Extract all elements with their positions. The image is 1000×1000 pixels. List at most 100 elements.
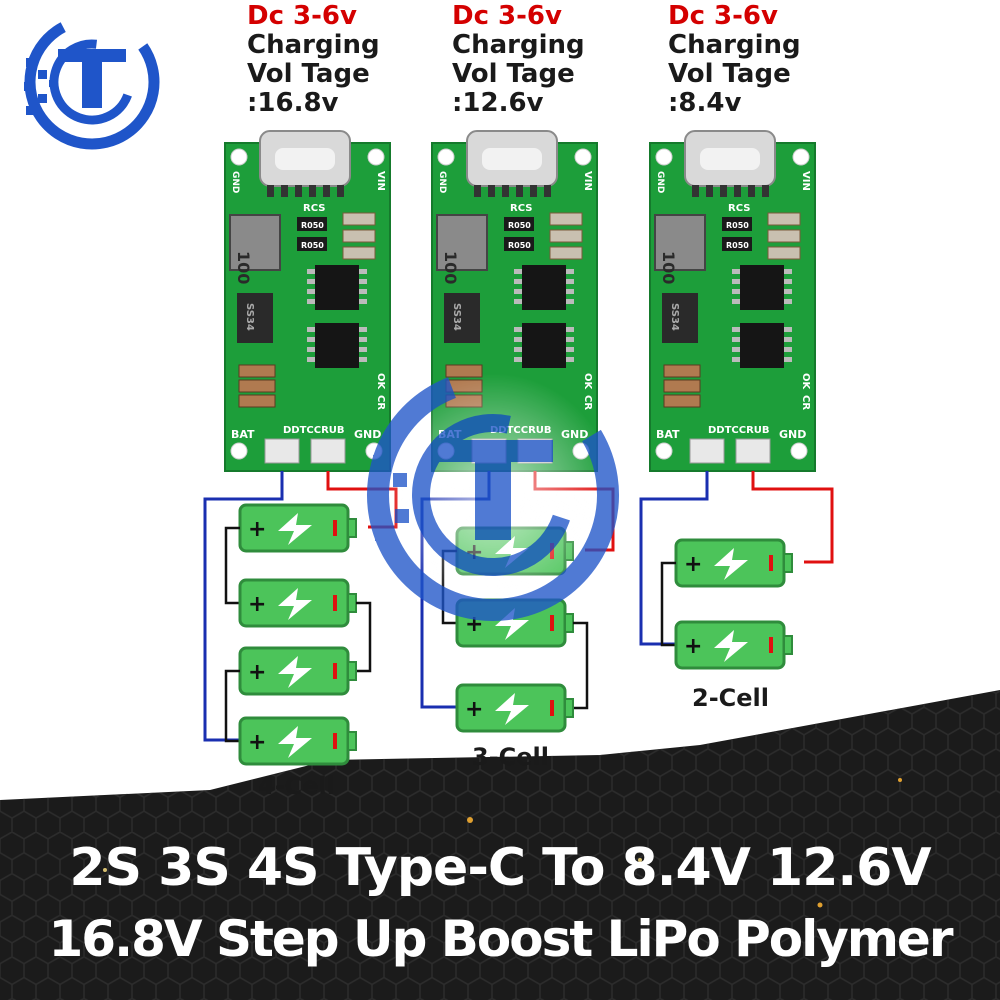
lightning-icon [278, 588, 312, 620]
gnd-label: GND [655, 171, 665, 193]
input-voltage: Dc 3-6v [668, 1, 778, 31]
resistor [504, 217, 534, 231]
lightning-icon [495, 693, 529, 725]
watermark-logo [367, 369, 619, 621]
plus-sign: + [248, 660, 266, 685]
output-voltage: :12.6v [452, 88, 544, 118]
plus-sign: + [248, 517, 266, 542]
voltage-line: Vol Tage [668, 59, 791, 89]
voltage-line: Vol Tage [452, 59, 575, 89]
inductor [654, 214, 706, 271]
vin-label: VIN [375, 171, 386, 191]
minus-sign [333, 733, 337, 749]
resistor-label: R050 [508, 241, 531, 250]
battery-cell: + [674, 620, 793, 670]
schottky-diode [237, 293, 273, 343]
resistor-label: R050 [301, 241, 324, 250]
battery-cell: + [238, 503, 357, 553]
cell-count-label: 4-Cell [258, 772, 336, 800]
charging-line: Charging [668, 30, 801, 60]
ddtccrub-label: DDTCCRUB [708, 425, 770, 436]
rcs-label: RCS [510, 203, 532, 214]
schottky-diode [444, 293, 480, 343]
headline-line-1: 2S 3S 4S Type-C To 8.4V 12.6V [69, 838, 931, 898]
series-link [224, 669, 240, 743]
ic-chip [315, 323, 359, 368]
gnd-bottom-label: GND [779, 428, 806, 441]
gnd-pad [735, 438, 771, 464]
ok-label: OK [582, 373, 593, 391]
minus-sign [550, 700, 554, 716]
resistor-label: R050 [508, 221, 531, 230]
output-voltage: :8.4v [668, 88, 742, 118]
cell-count-label: 2-Cell [692, 684, 770, 712]
output-voltage: :16.8v [247, 88, 339, 118]
diode-label: SS34 [669, 303, 680, 331]
bat-label: BAT [231, 428, 255, 441]
lightning-icon [495, 608, 529, 640]
capacitor [663, 379, 701, 393]
minus-sign [333, 520, 337, 536]
diode-label: SS34 [244, 303, 255, 331]
capacitor [238, 379, 276, 393]
resistor-label: R050 [301, 221, 324, 230]
ic-chip [740, 323, 784, 368]
ic-chip [522, 323, 566, 368]
cell-count-label: 3-Cell [472, 743, 550, 771]
series-link [573, 621, 589, 710]
bat-label: BAT [656, 428, 680, 441]
charging-line: Charging [247, 30, 380, 60]
inductor-label: 100 [659, 251, 678, 284]
gnd-pad [310, 438, 346, 464]
gnd-bottom-label: GND [354, 428, 381, 441]
plus-sign: + [684, 552, 702, 577]
inductor [436, 214, 488, 271]
capacitor [238, 364, 276, 378]
input-voltage: Dc 3-6v [247, 1, 357, 31]
spec-label-16v8: Dc 3-6v Charging Vol Tage :16.8v [247, 2, 380, 118]
rcs-label: RCS [728, 203, 750, 214]
series-link [660, 561, 676, 647]
battery-cell: + [455, 683, 574, 733]
vin-label: VIN [582, 171, 593, 191]
capacitor [663, 364, 701, 378]
resistor [722, 237, 752, 251]
resistor [297, 237, 327, 251]
input-voltage: Dc 3-6v [452, 1, 562, 31]
plus-sign: + [684, 634, 702, 659]
diode-label: SS34 [451, 303, 462, 331]
negative-wire [639, 471, 709, 646]
voltage-line: Vol Tage [247, 59, 370, 89]
inductor-label: 100 [441, 251, 460, 284]
ok-label: OK [375, 373, 386, 391]
lightning-icon [278, 513, 312, 545]
minus-sign [550, 615, 554, 631]
lightning-icon [714, 630, 748, 662]
capacitor [238, 394, 276, 408]
battery-cell: + [238, 646, 357, 696]
ic-chip [522, 265, 566, 310]
ic-chip [315, 265, 359, 310]
lightning-icon [714, 548, 748, 580]
bat-pad [264, 438, 300, 464]
lightning-icon [278, 726, 312, 758]
negative-wire [203, 471, 284, 742]
lightning-icon [278, 656, 312, 688]
minus-sign [333, 595, 337, 611]
cr-label: CR [375, 395, 386, 410]
inductor-label: 100 [234, 251, 253, 284]
gnd-label: GND [230, 171, 240, 193]
resistor-label: R050 [726, 241, 749, 250]
minus-sign [769, 555, 773, 571]
resistor [504, 237, 534, 251]
cr-label: CR [582, 395, 593, 410]
minus-sign [333, 663, 337, 679]
battery-cell: + [674, 538, 793, 588]
ddtccrub-label: DDTCCRUB [283, 425, 345, 436]
plus-sign: + [248, 730, 266, 755]
